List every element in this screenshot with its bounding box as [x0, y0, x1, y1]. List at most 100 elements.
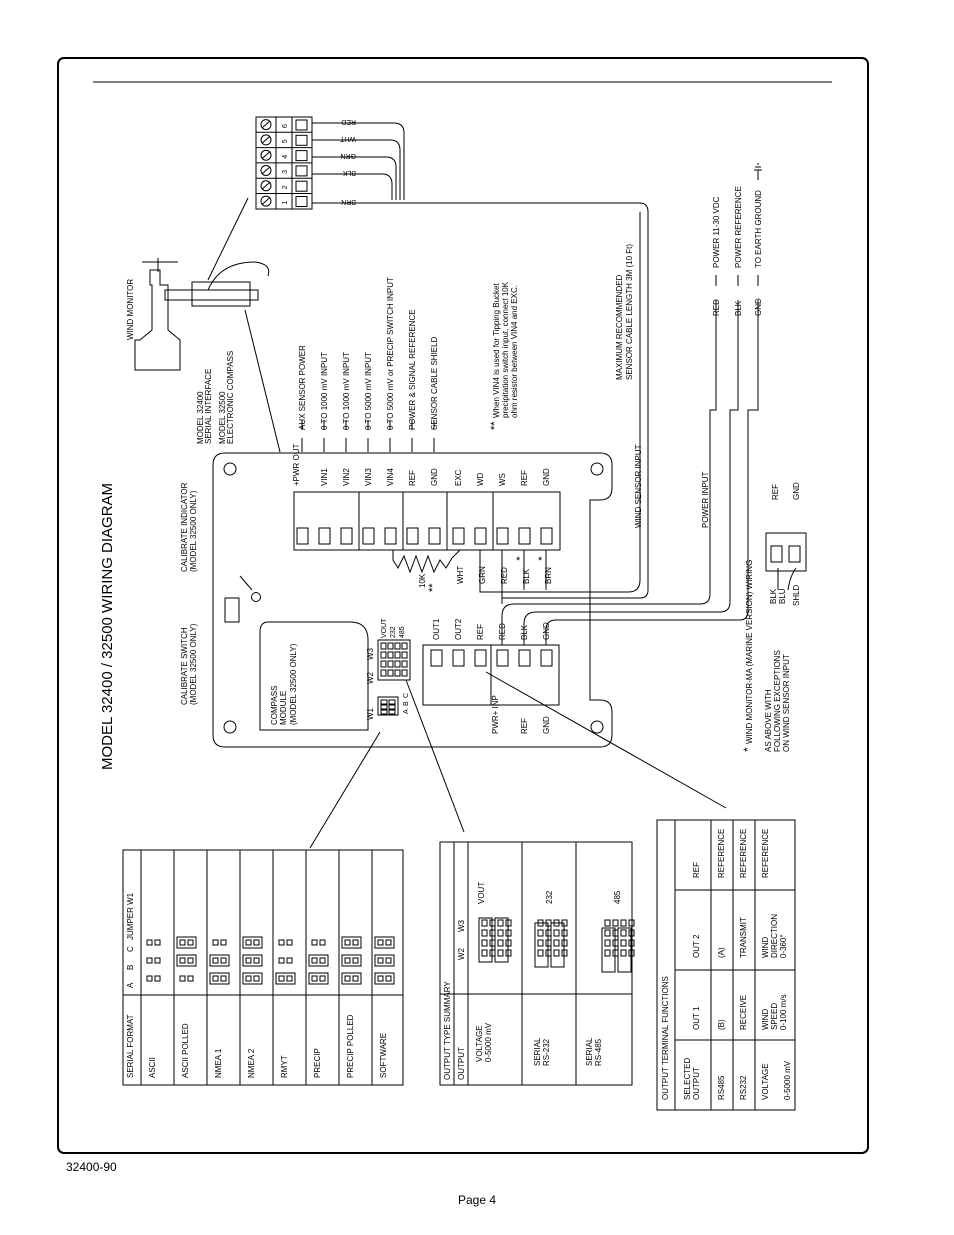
- jumper-pin: [286, 939, 293, 946]
- screw-terminal: [474, 527, 487, 545]
- svg-text:SERIAL: SERIAL: [585, 1037, 594, 1066]
- table-leaders: [309, 671, 727, 849]
- input-terminal-block: [293, 491, 561, 551]
- svg-text:ELECTRONIC COMPASS: ELECTRONIC COMPASS: [226, 351, 235, 444]
- screw-terminal: [430, 649, 443, 667]
- leader-to-board: [244, 309, 281, 453]
- terminal-number: 5: [282, 139, 289, 143]
- svg-text:B: B: [403, 701, 410, 706]
- jumper-shunt: [374, 954, 395, 967]
- svg-text:OUT 2: OUT 2: [692, 934, 701, 958]
- jumper-pin: [245, 957, 252, 964]
- screw-terminal: [474, 649, 487, 667]
- jumper-pin: [604, 949, 611, 957]
- input-label: VIN4: [386, 468, 395, 486]
- svg-text:*: *: [741, 747, 755, 752]
- terminal-clamp: [295, 196, 308, 207]
- svg-text:REFERENCE: REFERENCE: [739, 829, 748, 878]
- sensor-wire-label: GRN: [478, 566, 487, 584]
- marine-star: *: [516, 555, 521, 567]
- jumper-shunt: [209, 954, 230, 967]
- jumper-pin: [253, 939, 260, 946]
- jumper-pin: [620, 949, 627, 957]
- jumper-pin: [311, 975, 318, 982]
- svg-text:REF: REF: [771, 484, 780, 500]
- jumper-pin: [187, 939, 194, 946]
- input-label: VIN1: [320, 468, 329, 486]
- output-terminal-label: REF: [476, 624, 485, 640]
- screw-terminal: [296, 527, 309, 545]
- power-terminal-label: PWR+ INP: [491, 695, 500, 734]
- wire-label-blk: BLK: [342, 169, 356, 176]
- jumper-pin: [497, 949, 504, 957]
- jumper-pin: [286, 975, 293, 982]
- svg-text:ON WIND SENSOR INPUT: ON WIND SENSOR INPUT: [782, 654, 791, 752]
- power-wire-label: BLK: [734, 300, 743, 316]
- jumper-pin: [380, 704, 388, 710]
- jumper-headers: [377, 639, 411, 716]
- jumper-pin: [628, 919, 635, 927]
- serial-header: SERIAL FORMAT: [126, 1014, 135, 1078]
- earth-ground-icon: [754, 163, 762, 180]
- calibrate-indicator-leader: [239, 575, 253, 591]
- jumper-pin: [146, 957, 153, 964]
- terminal-screw-icon: [260, 195, 272, 207]
- input-label: REF: [520, 470, 529, 486]
- jumper-shunt: [601, 927, 616, 973]
- input-description: 0 TO 1000 mV INPUT: [342, 352, 351, 430]
- jumper-pin: [481, 929, 488, 937]
- input-label: VIN3: [364, 468, 373, 486]
- svg-text:A: A: [403, 709, 410, 714]
- terminal-screw-slot: [261, 120, 271, 129]
- jumper-pin: [497, 929, 504, 937]
- marine-terminal-block: [765, 532, 807, 591]
- svg-text:REFERENCE: REFERENCE: [761, 829, 770, 878]
- screw-terminal: [340, 527, 353, 545]
- wire-label-grn: GRN: [340, 152, 356, 159]
- svg-text:WIND: WIND: [761, 936, 770, 958]
- sensor-wire-label: BRN: [544, 567, 553, 584]
- jumper-pin: [311, 957, 318, 964]
- svg-text:485: 485: [613, 890, 622, 904]
- jumper-pin: [352, 957, 359, 964]
- svg-text:W2: W2: [366, 671, 375, 684]
- sensor-wire-label: RED: [500, 567, 509, 584]
- terminal-screw-icon: [260, 119, 272, 131]
- jumper-pin: [179, 975, 186, 982]
- jumper-shunt: [494, 917, 509, 963]
- svg-text:REFERENCE: REFERENCE: [717, 829, 726, 878]
- power-wire-label: RED: [712, 299, 721, 316]
- jumper-pin: [497, 919, 504, 927]
- jumper-pin: [380, 660, 387, 668]
- jumper-pin: [401, 651, 408, 659]
- mounting-hole: [223, 462, 237, 476]
- terminal-number: 6: [282, 124, 289, 128]
- jumper-pin: [385, 975, 392, 982]
- diagram-title: MODEL 32400 / 32500 WIRING DIAGRAM: [99, 483, 116, 770]
- model-labels: MODEL 32400 SERIAL INTERFACE MODEL 32500…: [196, 351, 235, 444]
- jumper-pin: [620, 919, 627, 927]
- terminal-screw-slot: [261, 151, 271, 159]
- svg-text:BLK: BLK: [769, 588, 778, 604]
- screw-terminal: [318, 527, 331, 545]
- jumper-pin: [394, 651, 401, 659]
- svg-text:SELECTED: SELECTED: [683, 1058, 692, 1100]
- jumper-pin: [212, 957, 219, 964]
- terminal-screw-icon: [260, 180, 272, 192]
- svg-text:ohm resistor between VIN4 and: ohm resistor between VIN4 and EXC.: [510, 285, 519, 418]
- svg-text:REF: REF: [692, 862, 701, 878]
- jumper-pin: [387, 660, 394, 668]
- output-terminal-table: [656, 819, 796, 1111]
- power-description: POWER 11-30 VDC: [712, 196, 721, 268]
- terminal-screw-icon: [260, 165, 272, 176]
- jumper-pin: [286, 957, 293, 964]
- cable-note: MAXIMUM RECOMMENDED SENSOR CABLE LENGTH …: [615, 244, 634, 380]
- jumper-pin: [394, 669, 401, 677]
- sensor-wire-label: BLK: [522, 568, 531, 584]
- output-type-table: [439, 841, 635, 1086]
